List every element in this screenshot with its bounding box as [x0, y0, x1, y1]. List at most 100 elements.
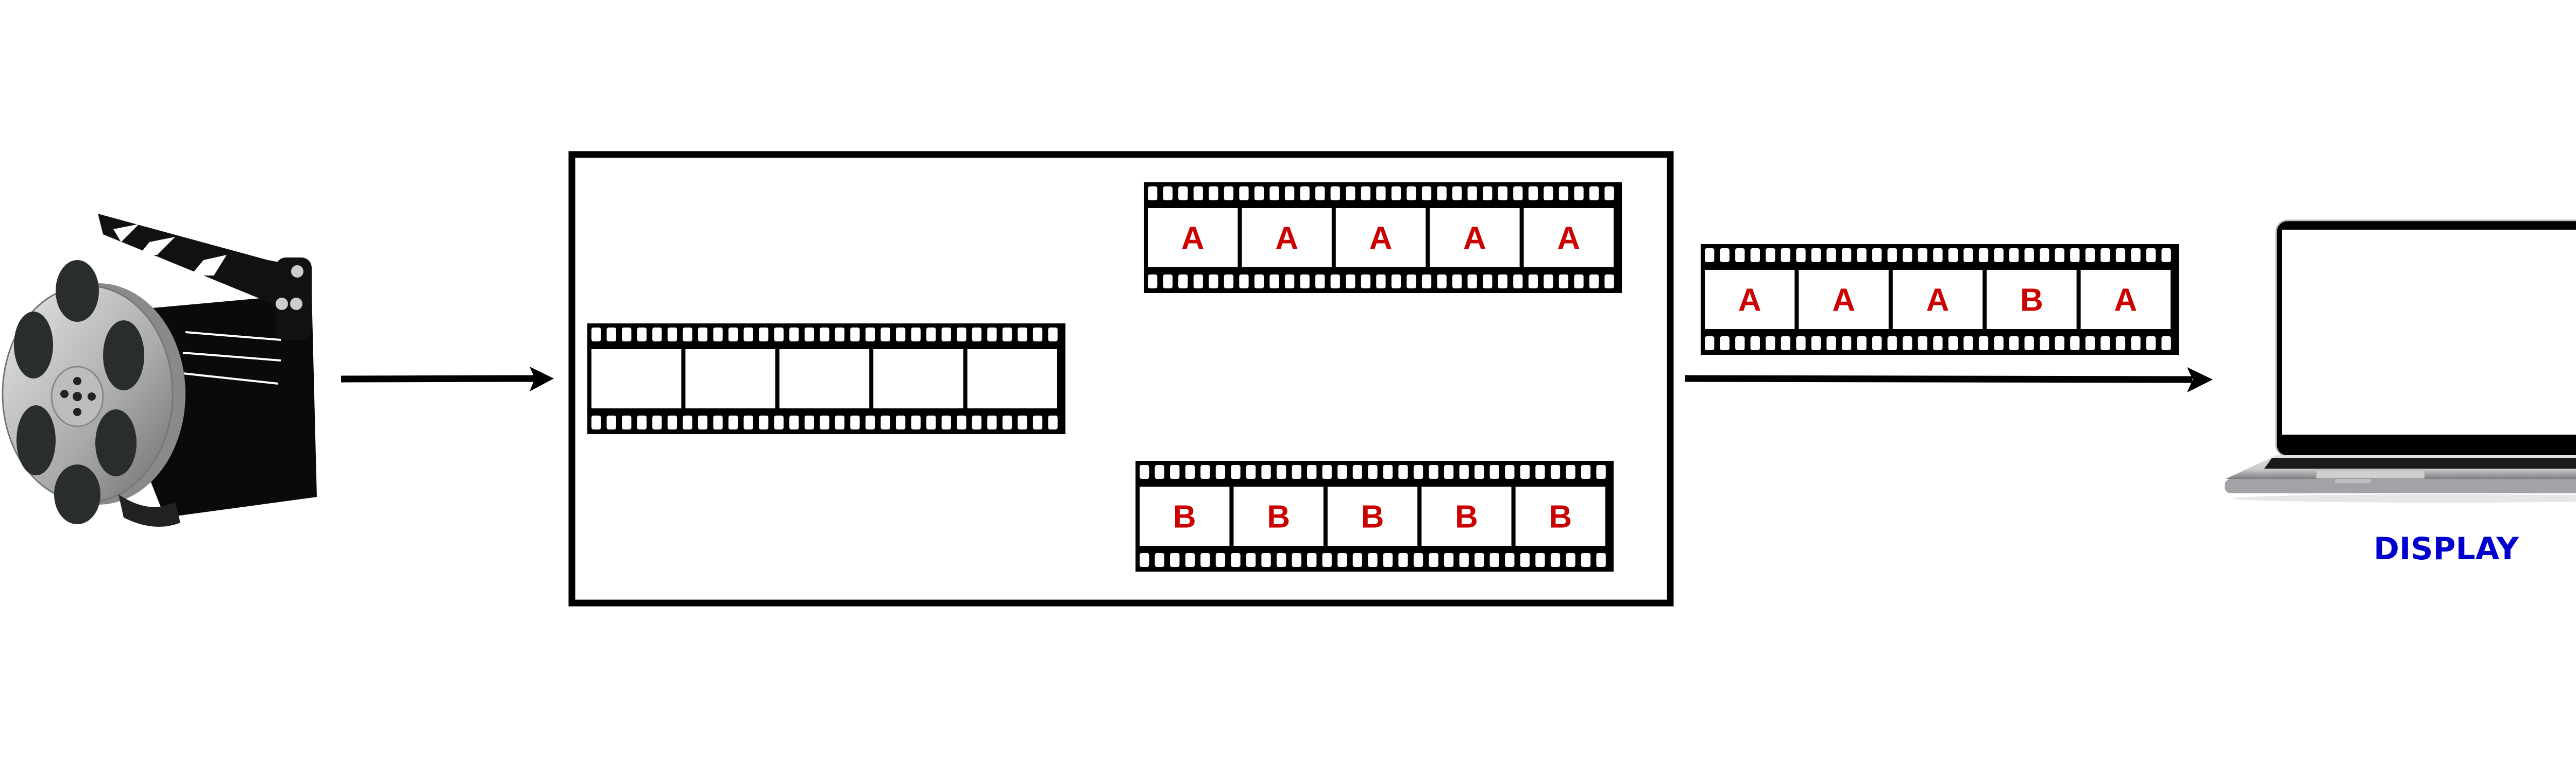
sprocket-hole: [1352, 553, 1362, 567]
sprocket-hole: [1307, 553, 1317, 567]
sprocket-hole: [1368, 465, 1378, 479]
sprocket-hole: [2070, 248, 2080, 262]
sprocket-hole: [1048, 328, 1058, 341]
sprocket-hole: [1215, 465, 1226, 479]
sprocket-hole: [1391, 186, 1401, 200]
sprocket-hole: [1346, 186, 1355, 200]
sprocket-hole: [789, 328, 799, 341]
sprocket-hole: [637, 416, 647, 429]
sprocket-hole: [941, 328, 951, 341]
sprocket-hole: [1978, 248, 1989, 262]
sprocket-hole: [2024, 248, 2034, 262]
sprocket-hole: [698, 328, 708, 341]
frame-letter: A: [1275, 221, 1298, 256]
sprocket-hole: [743, 416, 753, 429]
sprocket-hole: [2085, 248, 2095, 262]
sprocket-hole: [1887, 336, 1897, 350]
sprocket-hole: [1520, 553, 1530, 567]
sprocket-hole: [804, 416, 814, 429]
sprocket-hole: [1520, 465, 1530, 479]
sprocket-hole: [880, 328, 890, 341]
sprocket-hole: [1163, 186, 1173, 200]
sprocket-hole: [1398, 465, 1408, 479]
frame-letter: A: [2114, 283, 2137, 318]
sprocket-hole: [1361, 186, 1370, 200]
sprocket-hole: [1489, 465, 1499, 479]
sprocket-hole: [1826, 248, 1836, 262]
sprocket-hole: [1544, 274, 1553, 288]
sprocket-hole: [1604, 274, 1614, 288]
sprocket-hole: [1215, 553, 1226, 567]
frame-letter: B: [2020, 283, 2043, 318]
frame-letter: A: [1832, 283, 1855, 318]
sprocket-hole: [1406, 274, 1416, 288]
sprocket-hole: [1193, 274, 1203, 288]
sprocket-hole: [1444, 465, 1454, 479]
sprocket-hole: [1750, 336, 1760, 350]
sprocket-hole: [850, 416, 860, 429]
film-frame: [685, 349, 775, 408]
film-frame: [967, 349, 1057, 408]
sprocket-hole: [987, 328, 997, 341]
sprocket-hole: [2115, 248, 2126, 262]
sprocket-hole: [1918, 336, 1927, 350]
sprocket-hole: [1596, 465, 1606, 479]
sprocket-hole: [1315, 274, 1325, 288]
sprocket-hole: [1735, 248, 1745, 262]
sprocket-hole: [2024, 336, 2034, 350]
sprocket-hole: [1352, 465, 1362, 479]
sprocket-hole: [1857, 248, 1867, 262]
frame-letter: A: [1463, 221, 1486, 256]
sprocket-hole: [1604, 186, 1614, 200]
sprocket-hole: [713, 416, 723, 429]
sprocket-hole: [987, 416, 997, 429]
sprocket-hole: [1459, 465, 1469, 479]
sprocket-hole: [1322, 465, 1332, 479]
sprocket-hole: [957, 416, 967, 429]
sprocket-hole: [1558, 274, 1569, 288]
sprocket-hole: [941, 416, 951, 429]
film-reel-icon: [2, 260, 185, 527]
sprocket-hole: [1292, 465, 1301, 479]
sprocket-hole: [1231, 553, 1241, 567]
arrow-source-to-processor: [341, 367, 554, 391]
film-frame: [2080, 270, 2171, 329]
display-label: DISPLAY: [2374, 531, 2519, 567]
sprocket-hole: [1766, 336, 1775, 350]
sprocket-hole: [1550, 465, 1561, 479]
frame-letter: B: [1361, 500, 1384, 535]
sprocket-hole: [1429, 465, 1438, 479]
sprocket-hole: [1337, 465, 1347, 479]
sprocket-hole: [2115, 336, 2126, 350]
sprocket-hole: [1720, 336, 1730, 350]
sprocket-hole: [591, 416, 601, 429]
sprocket-hole: [1391, 274, 1401, 288]
sprocket-hole: [1018, 416, 1027, 429]
sprocket-hole: [683, 416, 692, 429]
sprocket-hole: [1437, 274, 1447, 288]
sprocket-hole: [1581, 465, 1591, 479]
sprocket-hole: [1361, 274, 1370, 288]
sprocket-hole: [759, 416, 769, 429]
film-frame: [1421, 487, 1512, 546]
sprocket-hole: [1170, 465, 1180, 479]
film-frame: [1892, 270, 1983, 329]
sprocket-hole: [1315, 186, 1325, 200]
sprocket-hole: [622, 328, 632, 341]
sprocket-hole: [1566, 553, 1575, 567]
sprocket-hole: [911, 416, 921, 429]
sprocket-hole: [1140, 465, 1149, 479]
sprocket-hole: [1254, 274, 1264, 288]
sprocket-hole: [667, 416, 677, 429]
sprocket-hole: [1368, 553, 1378, 567]
sprocket-hole: [1781, 248, 1791, 262]
sprocket-hole: [2100, 336, 2110, 350]
sprocket-hole: [1307, 465, 1317, 479]
sprocket-hole: [1505, 465, 1515, 479]
sprocket-hole: [2085, 336, 2095, 350]
sprocket-hole: [1535, 465, 1545, 479]
sprocket-hole: [1513, 274, 1523, 288]
film-frame: [1987, 270, 2077, 329]
sprocket-hole: [1200, 465, 1210, 479]
